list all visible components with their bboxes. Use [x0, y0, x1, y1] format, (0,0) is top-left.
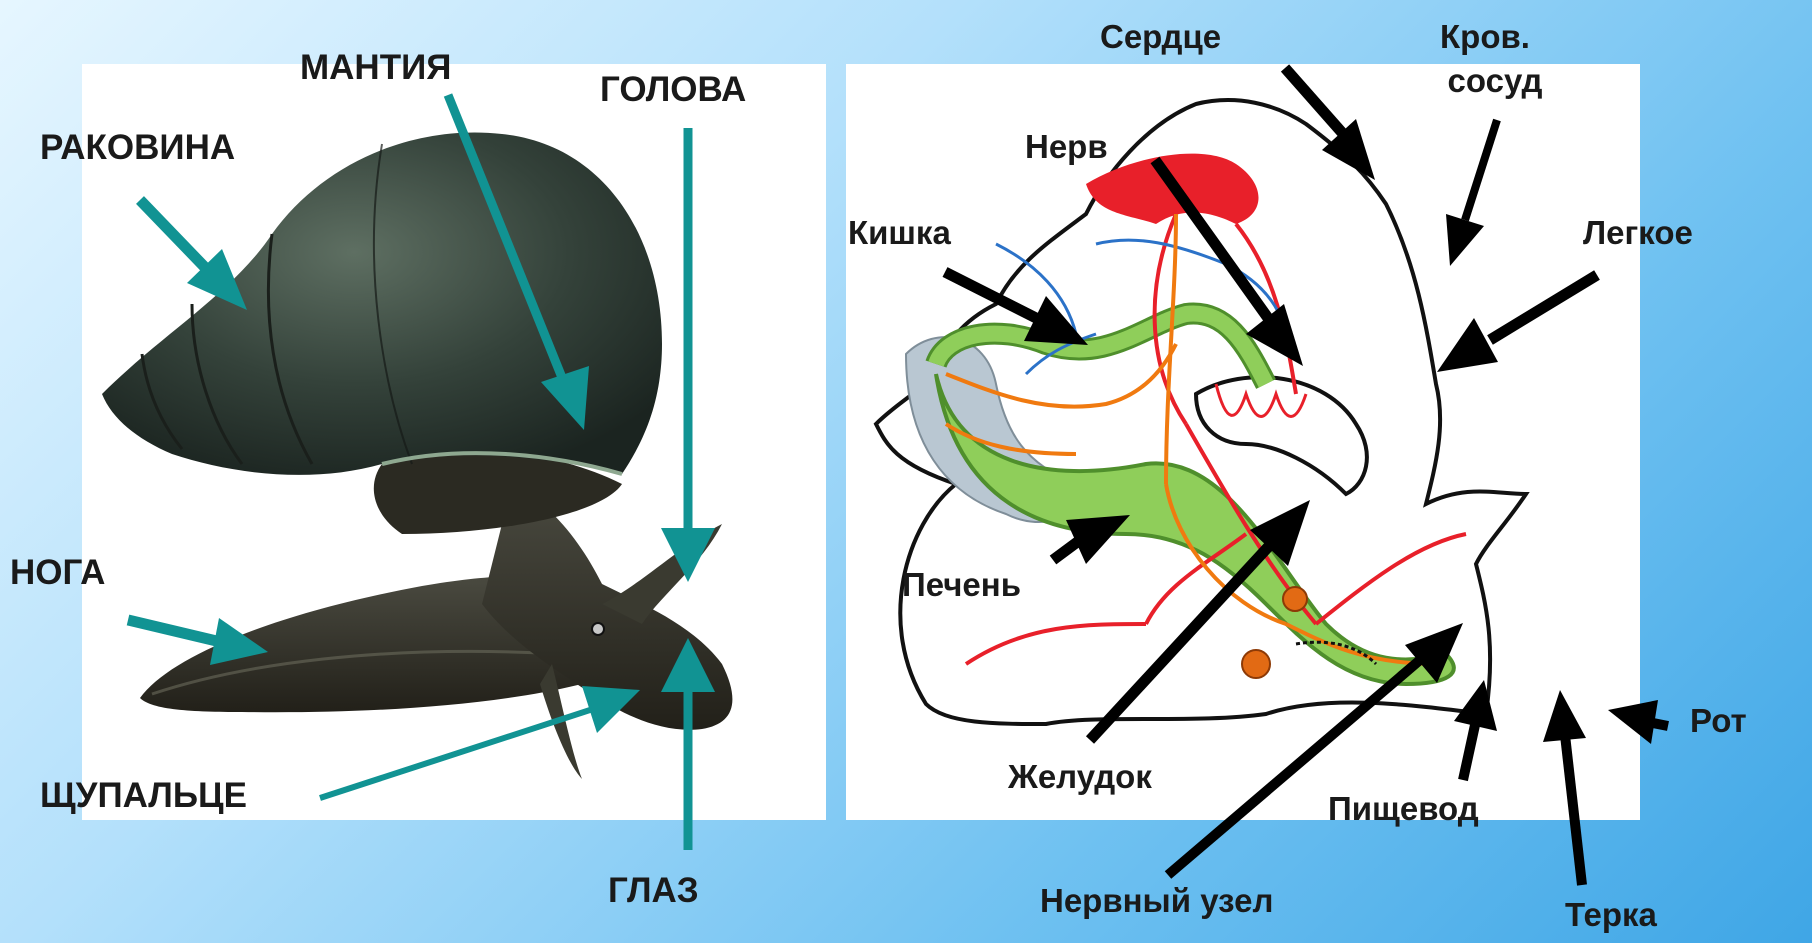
label-tentacle: ЩУПАЛЬЦЕ [40, 776, 247, 816]
nerve-arrow [1155, 160, 1268, 318]
label-shell: РАКОВИНА [40, 128, 235, 168]
label-intestine: Кишка [848, 214, 951, 252]
label-eye: ГЛАЗ [608, 871, 699, 911]
label-mouth: Рот [1690, 702, 1747, 740]
intestine-arrow [945, 272, 1040, 320]
label-vessel-line2: сосуд [1430, 62, 1560, 100]
esophagus-arrow [1463, 725, 1475, 780]
label-liver: Печень [902, 566, 1021, 604]
label-nerve: Нерв [1025, 128, 1108, 166]
vessel-arrow [1465, 120, 1497, 220]
mantle-arrow [448, 95, 565, 385]
label-esophagus: Пищевод [1328, 790, 1479, 828]
label-ganglion: Нервный узел [1040, 882, 1273, 920]
label-head: ГОЛОВА [600, 70, 746, 110]
label-heart: Сердце [1100, 18, 1221, 56]
lung-arrow [1490, 275, 1597, 340]
heart-arrow [1285, 68, 1345, 136]
label-lung: Легкое [1583, 214, 1693, 252]
label-foot: НОГА [10, 553, 105, 593]
radula-arrow [1565, 735, 1582, 885]
tentacle-arrow [320, 710, 590, 798]
foot-arrow [128, 620, 225, 643]
stomach-arrow [1090, 545, 1270, 740]
label-mantle: МАНТИЯ [300, 48, 451, 88]
ganglion-arrow [1168, 660, 1420, 875]
label-vessel-line1: Кров. [1430, 18, 1540, 56]
label-stomach: Желудок [1008, 758, 1152, 796]
liver-arrow [1053, 540, 1080, 560]
teal-arrows [128, 95, 715, 850]
label-radula: Терка [1565, 896, 1657, 934]
